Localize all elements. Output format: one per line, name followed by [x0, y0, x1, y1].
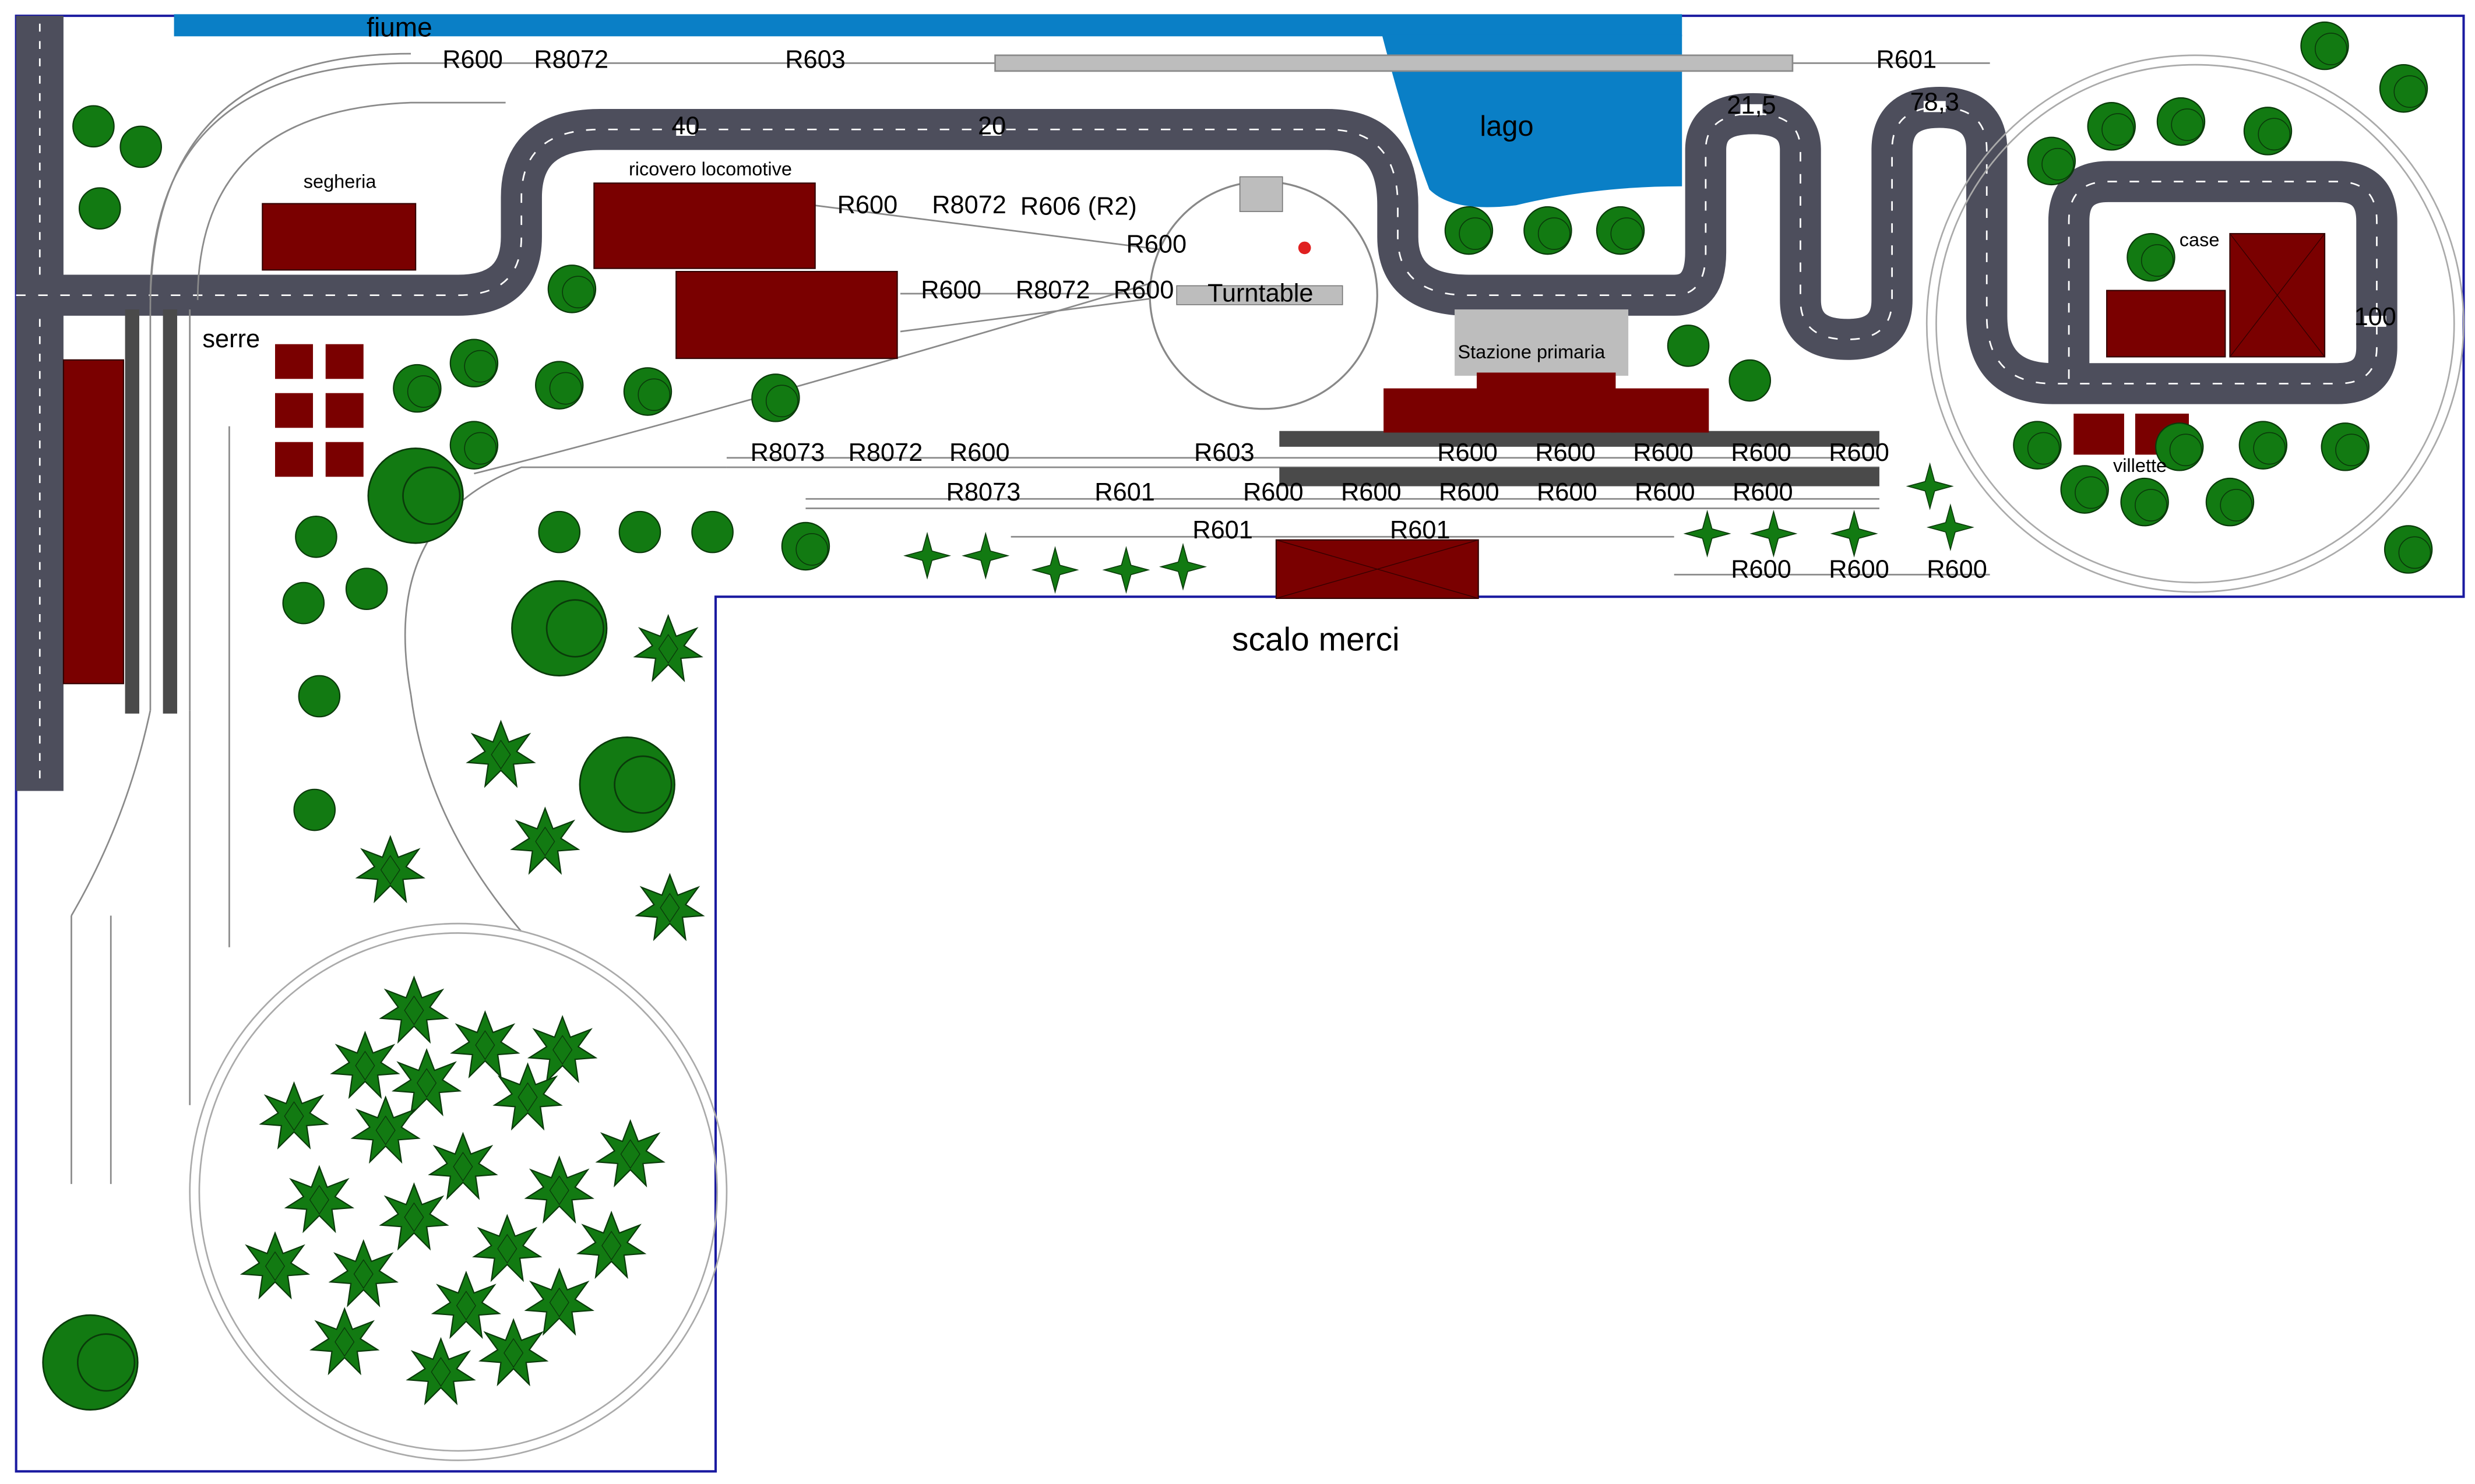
building-serre-1: [275, 344, 314, 379]
svg-text:R600: R600: [1341, 478, 1402, 506]
svg-text:R600: R600: [1535, 439, 1596, 467]
svg-text:R601: R601: [1192, 516, 1253, 544]
svg-text:R600: R600: [1114, 276, 1174, 304]
building-ricovero-2: [675, 270, 898, 359]
svg-text:R600: R600: [1537, 478, 1597, 506]
svg-text:R8072: R8072: [534, 46, 608, 74]
building-serre-5: [275, 442, 314, 477]
svg-text:R600: R600: [442, 46, 503, 74]
platform-1: [1279, 431, 1879, 447]
svg-text:R600: R600: [1635, 478, 1695, 506]
svg-text:R600: R600: [1439, 478, 1499, 506]
label-case: case: [2180, 230, 2220, 251]
building-segheria: [262, 203, 417, 271]
road-left-vertical: [16, 16, 64, 791]
lake: [1382, 34, 1682, 207]
svg-text:R8072: R8072: [849, 439, 923, 467]
svg-text:R600: R600: [1126, 231, 1187, 259]
svg-text:21,5: 21,5: [1727, 91, 1776, 119]
svg-text:R601: R601: [1094, 478, 1155, 506]
svg-text:R600: R600: [1633, 439, 1694, 467]
svg-text:78,3: 78,3: [1910, 89, 1959, 117]
building-left: [62, 359, 124, 685]
svg-text:R601: R601: [1877, 46, 1937, 74]
label-segheria: segheria: [304, 171, 377, 192]
svg-text:20: 20: [978, 112, 1006, 140]
label-villette: villette: [2113, 455, 2167, 476]
platform-2: [1279, 467, 1879, 487]
platform-left-2: [163, 309, 178, 714]
track-piece-labels: R600 R8072 R603 R601 R600 R8072 R606 (R2…: [442, 46, 1987, 584]
svg-text:R8073: R8073: [946, 478, 1021, 506]
label-stazione: Stazione primaria: [1457, 341, 1606, 362]
svg-text:R606 (R2): R606 (R2): [1020, 193, 1137, 221]
label-scalo: scalo merci: [1232, 621, 1400, 658]
svg-text:R600: R600: [1437, 439, 1498, 467]
river: [174, 14, 1682, 37]
svg-text:R603: R603: [1194, 439, 1255, 467]
building-villette-1: [2073, 413, 2124, 455]
label-fiume: fiume: [367, 12, 432, 42]
building-case-1: [2106, 290, 2226, 358]
svg-text:R600: R600: [1927, 556, 1987, 584]
svg-text:R600: R600: [837, 191, 898, 219]
platform-left-1: [125, 309, 139, 714]
svg-text:R600: R600: [1829, 556, 1889, 584]
svg-text:R8073: R8073: [751, 439, 825, 467]
road-value-tags: 40 20 21,5 78,3 100: [671, 89, 2396, 332]
label-serre: serre: [202, 325, 260, 353]
building-serre-4: [325, 393, 364, 428]
svg-text:R600: R600: [1829, 439, 1889, 467]
building-station-3: [1611, 388, 1709, 433]
building-station-1: [1383, 388, 1478, 433]
svg-text:R600: R600: [1733, 478, 1793, 506]
station-building: [1455, 309, 1629, 376]
label-ricovero: ricovero locomotive: [629, 158, 792, 179]
building-serre-2: [325, 344, 364, 379]
svg-text:Turntable: Turntable: [1207, 280, 1314, 308]
tracks: [71, 52, 2465, 1461]
svg-text:R603: R603: [785, 46, 846, 74]
svg-text:R600: R600: [921, 276, 981, 304]
label-lago: lago: [1480, 111, 1533, 142]
building-serre-6: [325, 442, 364, 477]
svg-text:R600: R600: [1731, 439, 1791, 467]
svg-text:R8072: R8072: [932, 191, 1006, 219]
big-trees: [42, 447, 675, 1411]
building-ricovero-1: [593, 182, 816, 269]
svg-text:100: 100: [2354, 303, 2396, 331]
svg-text:R600: R600: [1731, 556, 1791, 584]
building-station-2: [1477, 372, 1616, 433]
svg-text:R601: R601: [1390, 516, 1451, 544]
svg-text:R8072: R8072: [1016, 276, 1090, 304]
svg-text:R600: R600: [949, 439, 1010, 467]
svg-text:40: 40: [671, 112, 699, 140]
svg-text:R600: R600: [1243, 478, 1304, 506]
building-serre-3: [275, 393, 314, 428]
